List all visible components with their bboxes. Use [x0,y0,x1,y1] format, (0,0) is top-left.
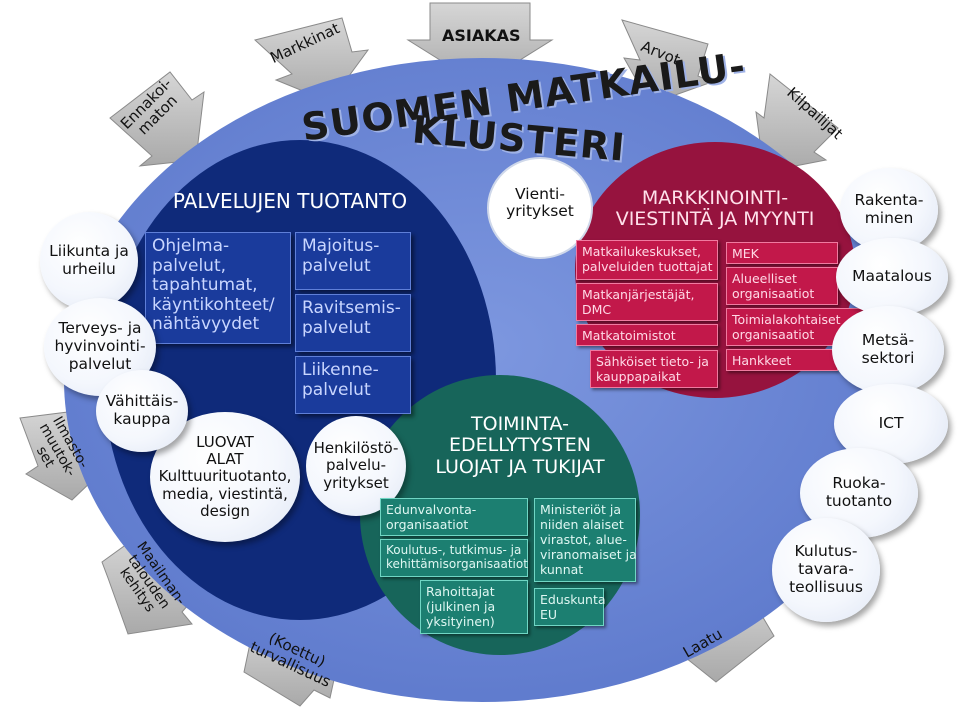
markkinointi-heading: MARKKINOINTI- VIESTINTÄ JA MYYNTI [615,187,815,231]
box-edunvalvonta: Edunvalvonta- organisaatiot [380,498,528,536]
box-rahoittajat: Rahoittajat (julkinen ja yksityinen) [420,580,528,634]
bubble-metsasektori: Metsä- sektori [832,306,944,394]
arrow-arvot [621,19,714,105]
box-hankkeet: Hankkeet [726,349,838,371]
box-matkanjarjestajat: Matkanjärjestäjät, DMC [576,283,718,321]
bubble-vahittais: Vähittäis- kauppa [96,370,188,452]
box-majoitus: Majoitus- palvelut [295,232,411,290]
vienti-bubble [487,157,593,259]
vienti-label: Vienti- yritykset [506,185,574,221]
box-ministeriot: Ministeriöt ja niiden alaiset virastot, … [534,498,637,582]
arrow-label-asiakas: ASIAKAS [442,26,521,45]
box-matkatoimistot: Matkatoimistot [576,324,718,346]
bubble-terveys: Terveys- ja hyvinvointi- palvelut [44,298,156,396]
box-ravitsemis: Ravitsemis- palvelut [295,294,411,352]
box-eduskunta: Eduskunta EU [534,588,606,626]
box-ohjelma: Ohjelma- palvelut, tapahtumat, käyntikoh… [145,232,291,344]
palvelut-heading: PALVELUJEN TUOTANTO [172,189,408,213]
box-koulutus: Koulutus-, tutkimus- ja kehittämisorgani… [380,539,528,577]
bubble-maatalous: Maatalous [836,238,948,316]
box-matkailukeskukset: Matkailukeskukset, palveluiden tuottajat [576,240,718,280]
box-mek: MEK [726,242,838,264]
box-sahkoiset: Sähköiset tieto- ja kauppapaikat [590,350,718,388]
box-liikenne: Liikenne- palvelut [295,356,411,414]
toiminta-heading: TOIMINTA- EDELLYTYSTEN LUOJAT JA TUKIJAT [435,413,605,478]
bubble-kulutustavara: Kulutus- tavara- teollisuus [772,518,880,622]
bubble-liikunta: Liikunta ja urheilu [40,212,138,310]
arrow-ennakoimaton [109,71,205,167]
box-alueelliset: Alueelliset organisaatiot [726,267,838,305]
